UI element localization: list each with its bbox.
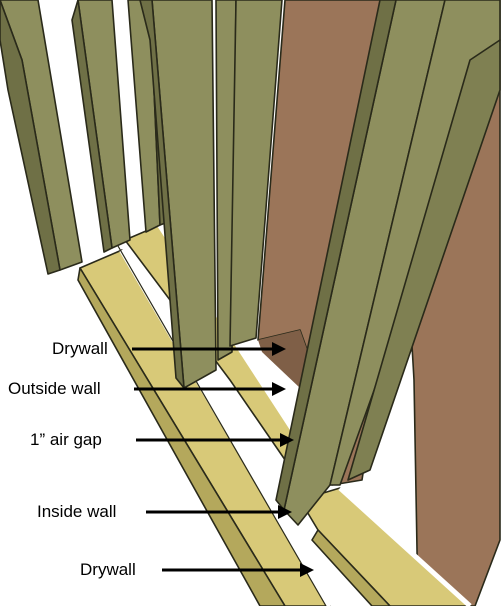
- arrows: [132, 342, 314, 577]
- stud-center-front-side: [139, 0, 185, 389]
- stud-right-far: [347, 39, 501, 481]
- label-air-gap: 1” air gap: [30, 430, 102, 449]
- arrow-outside-wall: [272, 382, 286, 396]
- inner-bottom-plate-lower: [299, 487, 471, 606]
- label-drywall-top: Drywall: [52, 339, 108, 358]
- label-inside-wall: Inside wall: [37, 502, 117, 521]
- inner-bottom-plate-lower-side: [311, 529, 391, 606]
- arrow-drywall-top: [272, 342, 286, 356]
- label-outside-wall: Outside wall: [8, 379, 101, 398]
- stud-outer-2-side: [71, 0, 113, 253]
- arrow-air-gap: [280, 433, 294, 447]
- label-drywall-bottom: Drywall: [80, 560, 136, 579]
- stud-center-back-right: [229, 0, 283, 347]
- arrow-inside-wall: [278, 505, 292, 519]
- arrow-drywall-bottom: [300, 563, 314, 577]
- stud-outer-1-side: [0, 0, 61, 275]
- outer-bottom-plate-side: [77, 267, 286, 606]
